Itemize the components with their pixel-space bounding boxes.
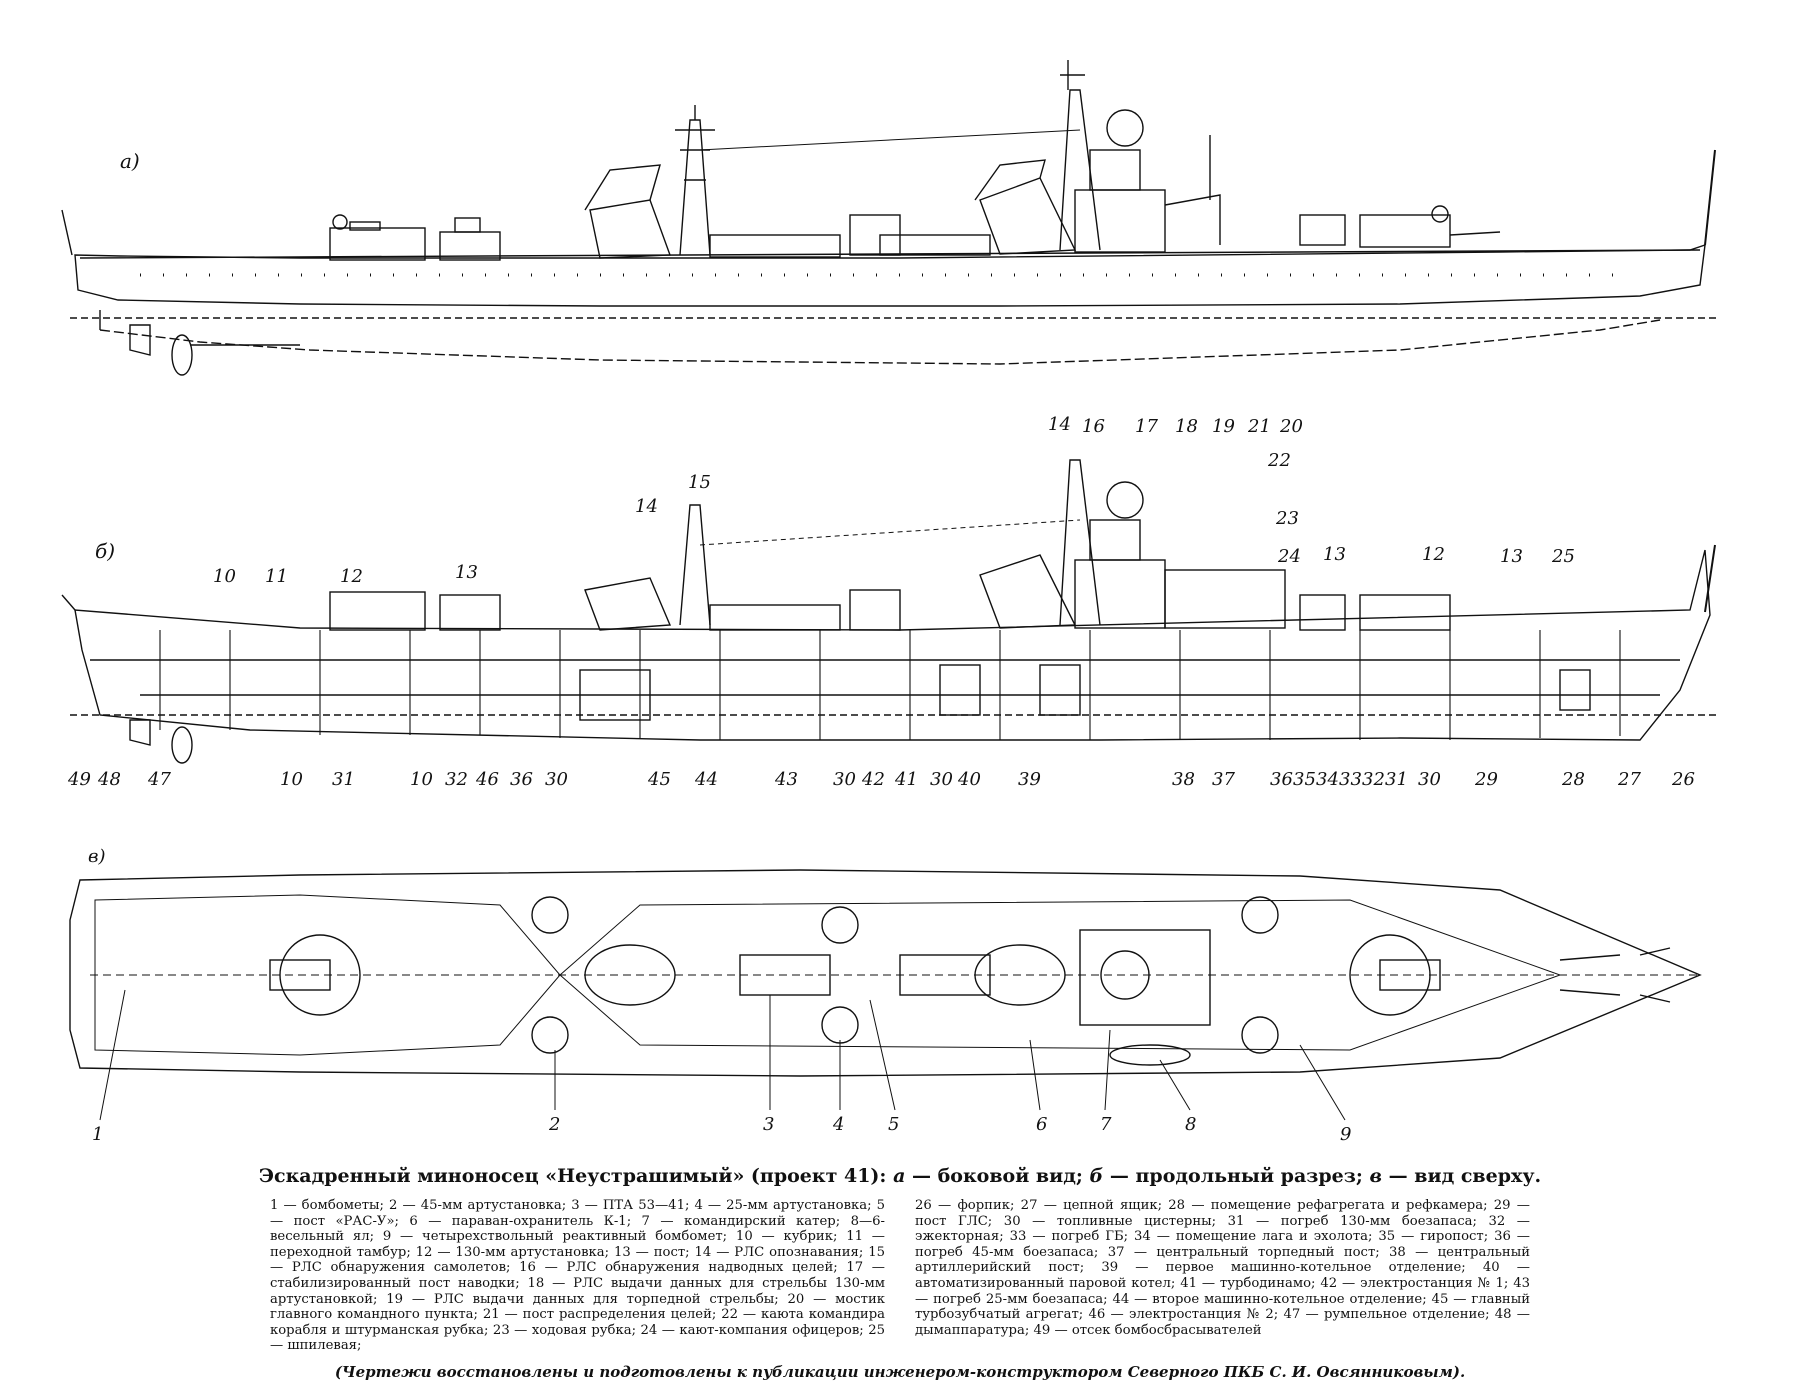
caption-b-text: — продольный разрез;	[1109, 1165, 1363, 1187]
side-aft-mast	[679, 119, 711, 256]
top-hull	[69, 869, 1702, 1077]
side-view-label: а)	[120, 149, 140, 173]
callout: 10	[280, 769, 303, 790]
caption-v-text: — вид сверху.	[1388, 1165, 1542, 1187]
callout: 15	[688, 472, 711, 493]
drawing-credit: (Чертежи восстановлены и подготовлены к …	[334, 1363, 1466, 1381]
section-callouts-bottom: 49 48 47 10 31 10 32 46 36 30 45 44 43 3…	[67, 769, 1695, 790]
callout: 21	[1247, 416, 1271, 437]
callout: 30	[930, 769, 953, 790]
callout: 34	[1316, 769, 1339, 790]
top-leader-lines	[99, 989, 1346, 1121]
legend-column-left: 1 — бомбометы; 2 — 45-мм артустановка; 3…	[270, 1198, 885, 1354]
callout: 47	[147, 769, 171, 790]
callout: 46	[475, 769, 499, 790]
callout: 7	[1100, 1114, 1112, 1135]
callout: 36	[1270, 769, 1293, 790]
legend: 1 — бомбометы; 2 — 45-мм артустановка; 3…	[270, 1198, 1530, 1354]
callout: 36	[510, 769, 533, 790]
callout: 1	[92, 1124, 103, 1145]
callout: 31	[332, 769, 355, 790]
callout: 5	[888, 1114, 899, 1135]
callout: 26	[1671, 769, 1695, 790]
top-view	[69, 869, 1702, 1077]
callout: 30	[545, 769, 568, 790]
callout: 6	[1036, 1114, 1047, 1135]
callout: 40	[957, 769, 981, 790]
callout: 17	[1135, 416, 1158, 437]
callout: 14	[635, 496, 658, 517]
callout: 25	[1551, 546, 1575, 567]
top-view-label: в)	[88, 846, 106, 867]
callout: 24	[1277, 546, 1301, 567]
callout: 44	[694, 769, 718, 790]
callout: 35	[1293, 769, 1316, 790]
section-view-label: б)	[95, 539, 115, 563]
callout: 14	[1048, 414, 1071, 435]
section-view	[61, 459, 1720, 764]
callout: 18	[1175, 416, 1198, 437]
callout: 38	[1172, 769, 1195, 790]
callout: 10	[213, 566, 236, 587]
section-callouts: 14 16 17 18 19 21 20 22 23 24 13 12 13 2…	[213, 414, 1575, 587]
callout: 13	[1323, 544, 1346, 565]
callout: 10	[410, 769, 433, 790]
callout: 45	[647, 769, 671, 790]
callout: 29	[1474, 769, 1498, 790]
callout: 19	[1212, 416, 1235, 437]
caption-a-text: — боковой вид;	[912, 1165, 1083, 1187]
callout: 31	[1385, 769, 1408, 790]
legend-column-right: 26 — форпик; 27 — цепной ящик; 28 — поме…	[915, 1198, 1530, 1338]
callout: 27	[1617, 769, 1641, 790]
callout: 33	[1339, 769, 1362, 790]
callout: 48	[97, 769, 121, 790]
callout: 42	[861, 769, 885, 790]
ship-drawing: а) б) в) 14 16 17 18 19 21 20 22 23 24 1…	[61, 60, 1720, 1145]
top-fwd-funnel	[974, 944, 1066, 1006]
callout: 16	[1082, 416, 1105, 437]
callout: 28	[1561, 769, 1585, 790]
callout: 49	[67, 769, 91, 790]
callout: 23	[1275, 508, 1299, 529]
callout: 3	[763, 1114, 774, 1135]
callout: 43	[774, 769, 798, 790]
callout: 13	[455, 562, 478, 583]
callout: 8	[1185, 1114, 1196, 1135]
callout: 13	[1500, 546, 1523, 567]
callout: 32	[1362, 769, 1385, 790]
top-callouts: 1 2 3 4 5 6 7 8 9	[92, 1114, 1351, 1145]
callout: 22	[1267, 450, 1291, 471]
side-fore-mast	[1059, 89, 1101, 251]
callout: 2	[548, 1114, 560, 1135]
side-bridge	[1074, 189, 1166, 253]
callout: 30	[1418, 769, 1441, 790]
side-view	[61, 60, 1720, 376]
callout: 11	[265, 566, 288, 587]
callout: 32	[445, 769, 468, 790]
side-fwd-turret	[1359, 214, 1451, 248]
callout: 12	[340, 566, 363, 587]
side-rudder	[129, 324, 151, 356]
caption-a-letter: а	[893, 1165, 906, 1187]
caption-b-letter: б	[1089, 1165, 1104, 1187]
callout: 9	[1340, 1124, 1351, 1145]
callout: 20	[1279, 416, 1303, 437]
side-aft-funnel	[589, 199, 671, 259]
callout: 39	[1018, 769, 1041, 790]
caption-title: Эскадренный миноносец «Неустрашимый» (пр…	[258, 1165, 887, 1187]
side-aft-turret	[329, 227, 426, 261]
side-keel	[99, 319, 1661, 365]
top-aft-funnel	[584, 944, 676, 1006]
callout: 37	[1212, 769, 1235, 790]
callout: 41	[894, 769, 918, 790]
callout: 30	[833, 769, 856, 790]
side-propeller	[171, 334, 193, 376]
caption-v-letter: в	[1369, 1165, 1383, 1187]
figure-caption: Эскадренный миноносец «Неустрашимый» (пр…	[0, 1165, 1800, 1187]
callout: 12	[1422, 544, 1445, 565]
callout: 4	[832, 1114, 844, 1135]
